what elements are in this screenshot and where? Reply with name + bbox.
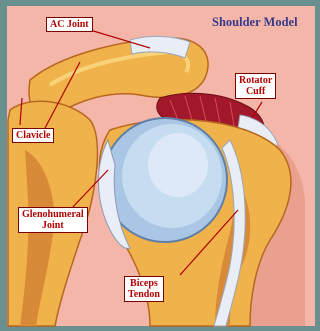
glenohumeral-label-line2: Joint (22, 220, 84, 231)
rotator-cuff-label-line1: Rotator (239, 75, 272, 86)
clavicle-label-text: Clavicle (16, 130, 50, 141)
biceps-label-line1: Biceps (128, 278, 160, 289)
glenohumeral-joint-label: Glenohumeral Joint (18, 207, 88, 233)
glenohumeral-label-line1: Glenohumeral (22, 209, 84, 220)
biceps-label-line2: Tendon (128, 289, 160, 300)
ac-joint-label: AC Joint (46, 17, 93, 32)
diagram-title: Shoulder Model (212, 15, 298, 30)
humeral-head-highlight (148, 133, 208, 197)
rotator-cuff-label: Rotator Cuff (235, 73, 276, 99)
ac-joint-label-text: AC Joint (50, 19, 89, 30)
clavicle-label: Clavicle (12, 128, 54, 143)
rotator-cuff-label-line2: Cuff (239, 86, 272, 97)
biceps-tendon-label: Biceps Tendon (124, 276, 164, 302)
